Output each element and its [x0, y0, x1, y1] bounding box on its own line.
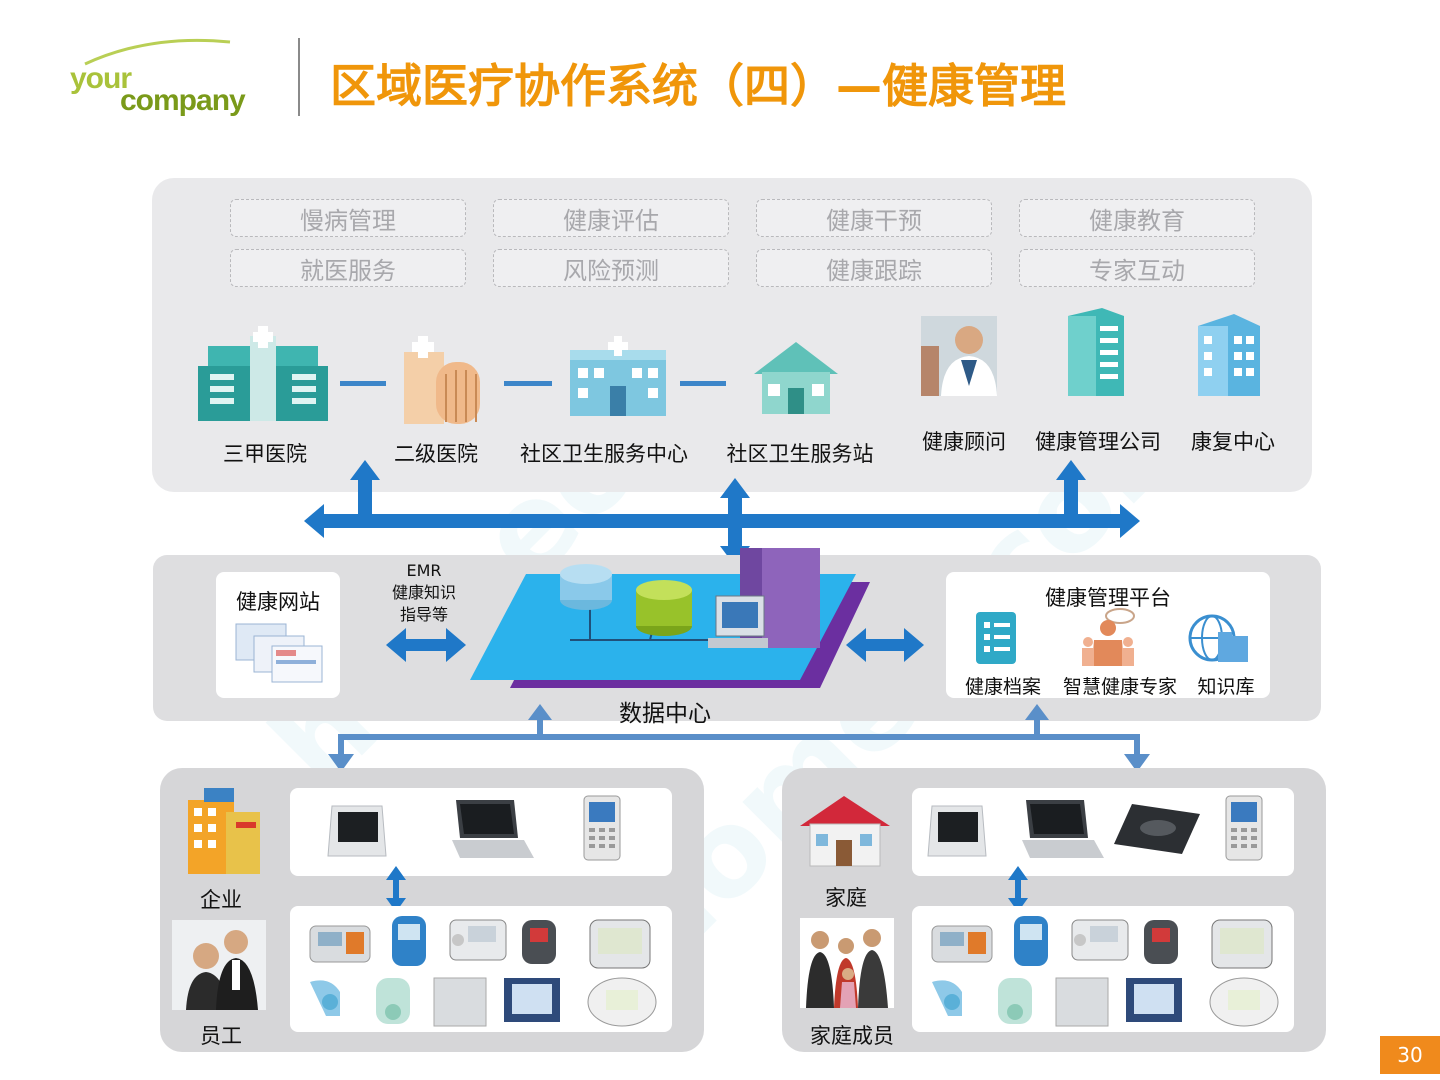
rehabilitation-center-icon: [1198, 314, 1260, 396]
tertiary-hospital-icon: [198, 326, 328, 421]
platform-item-label: 智慧健康专家: [1062, 676, 1177, 698]
title-divider: [298, 38, 300, 116]
terminal-device-icon: [927, 805, 987, 857]
platform-item-label: 健康档案: [964, 676, 1041, 698]
service-tag: 风险预测: [493, 249, 729, 287]
smartphone-icon: [583, 795, 621, 861]
logo-swoosh-icon: [84, 38, 231, 66]
provider-label: 三甲医院: [223, 442, 307, 466]
connector-line: [340, 381, 386, 386]
health-advisor-photo-icon: [921, 316, 997, 396]
provider-label: 康复中心: [1191, 430, 1275, 454]
family-label: 家庭: [825, 886, 867, 910]
terminal-device-icon: [327, 805, 387, 857]
enterprise-sync-arrow: [386, 866, 406, 912]
service-tag: 健康评估: [493, 199, 729, 237]
family-members-photo-icon: [800, 918, 894, 1008]
provider-label: 健康管理公司: [1035, 430, 1161, 454]
service-tag: 健康干预: [756, 199, 992, 237]
laptop-icon: [1022, 800, 1104, 858]
platform-item-label: 知识库: [1197, 676, 1255, 698]
community-health-station-icon: [754, 342, 838, 414]
company-logo-line1: your: [70, 62, 132, 95]
family-sync-arrow: [1008, 866, 1028, 912]
provider-label: 二级医院: [394, 442, 478, 466]
provider-label: 社区卫生服务站: [726, 442, 874, 466]
data-center-illustration: [470, 548, 870, 688]
knowledge-base-icon: [1188, 614, 1248, 662]
service-tag: 专家互动: [1019, 249, 1255, 287]
health-record-icon: [976, 612, 1016, 664]
page-title: 区域医疗协作系统（四）—健康管理: [330, 59, 1066, 113]
community-health-center-icon: [570, 336, 666, 416]
page-number-badge: 30: [1380, 1036, 1440, 1074]
health-website-title: 健康网站: [236, 590, 320, 614]
company-logo-line2: company: [120, 84, 246, 117]
service-tag: 健康教育: [1019, 199, 1255, 237]
provider-label: 社区卫生服务中心: [520, 442, 688, 466]
enterprise-building-icon: [188, 788, 260, 874]
employee-label: 员工: [200, 1024, 242, 1048]
connector-line: [680, 381, 726, 386]
family-house-icon: [800, 796, 890, 867]
secondary-hospital-icon: [404, 336, 480, 424]
smartphone-icon: [1225, 795, 1263, 861]
medical-devices-icon: [931, 916, 1279, 1027]
health-management-company-icon: [1068, 308, 1124, 396]
service-tag: 就医服务: [230, 249, 466, 287]
website-screens-icon: [235, 623, 323, 683]
home-gateway-icon: [1114, 804, 1200, 854]
smart-expert-icon: [1082, 608, 1135, 666]
emr-link-label: EMR 健康知识 指导等: [391, 561, 456, 624]
platform-link-arrow: [846, 628, 924, 662]
provider-label: 健康顾问: [922, 430, 1006, 454]
laptop-icon: [452, 800, 534, 858]
service-tag: 慢病管理: [230, 199, 466, 237]
data-center-label: 数据中心: [619, 701, 711, 727]
website-link-arrow: [386, 628, 466, 662]
health-platform-title: 健康管理平台: [1045, 586, 1171, 610]
connector-line: [504, 381, 552, 386]
service-tag: 健康跟踪: [756, 249, 992, 287]
enterprise-label: 企业: [200, 888, 242, 912]
employees-photo-icon: [172, 920, 266, 1010]
family-member-label: 家庭成员: [810, 1024, 894, 1048]
medical-devices-icon: [309, 916, 657, 1027]
